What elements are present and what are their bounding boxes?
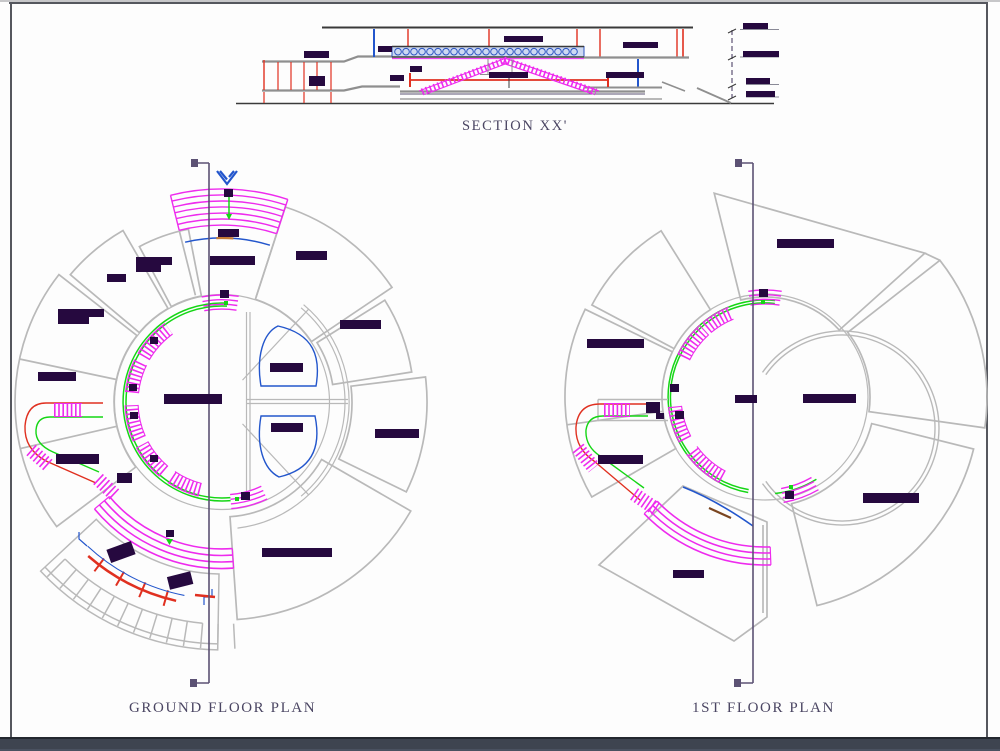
- window-bottom-bar: [0, 737, 1000, 751]
- gallery-steps: [643, 500, 772, 566]
- ring-stair-arcs: [124, 323, 202, 497]
- window-bottom-bar-edge: [0, 737, 1000, 739]
- courtyard-ring-green: [122, 302, 231, 502]
- level-dimension-stack: [727, 23, 779, 101]
- pond-petal-outlines: [258, 325, 319, 478]
- space-frame-truss: [391, 45, 585, 60]
- ring-stair-arcs: [667, 306, 734, 484]
- ground-floor-plan: [14, 159, 428, 687]
- section-cut-line: [734, 159, 754, 687]
- left-wing: [262, 55, 400, 103]
- room-label-bars: [38, 229, 419, 557]
- entry-direction-arrow-icon: [216, 170, 238, 220]
- sheet-border-right: [986, 2, 988, 737]
- stair-flights: [418, 56, 600, 96]
- ground-floor-plan-title: GROUND FLOOR PLAN: [129, 700, 317, 716]
- void-ring-walls: [761, 330, 940, 526]
- window-bottom-bar-highlight: [0, 749, 1000, 751]
- sheet-border-left: [10, 2, 12, 737]
- sheet-border-top: [9, 2, 988, 4]
- main-hall: [322, 26, 732, 104]
- section-elevation: [236, 23, 779, 105]
- ring-crossing-stairs: [748, 289, 819, 504]
- gallery-edge-arc: [682, 486, 754, 527]
- ramp: [572, 398, 668, 515]
- outer-wedge-walls: [564, 191, 988, 643]
- section-title: SECTION XX': [461, 118, 568, 134]
- first-floor-plan-title: 1ST FLOOR PLAN: [692, 700, 835, 716]
- stair-marker-squares: [117, 189, 250, 545]
- entrance-hall-arc: [184, 236, 271, 246]
- stair-marker-squares: [670, 289, 794, 499]
- toilet-block: [39, 518, 236, 651]
- screen-top-strip: [0, 0, 1000, 2]
- room-label-bars: [587, 239, 919, 578]
- amphitheater-steps: [93, 495, 235, 570]
- ramp: [24, 402, 121, 502]
- outer-wedge-walls: [14, 205, 428, 621]
- inner-court-walls: [237, 304, 350, 529]
- section-label-bars: [304, 36, 658, 86]
- red-columns: [407, 29, 678, 57]
- section-cut-line: [190, 159, 210, 687]
- first-floor-plan: [564, 159, 988, 687]
